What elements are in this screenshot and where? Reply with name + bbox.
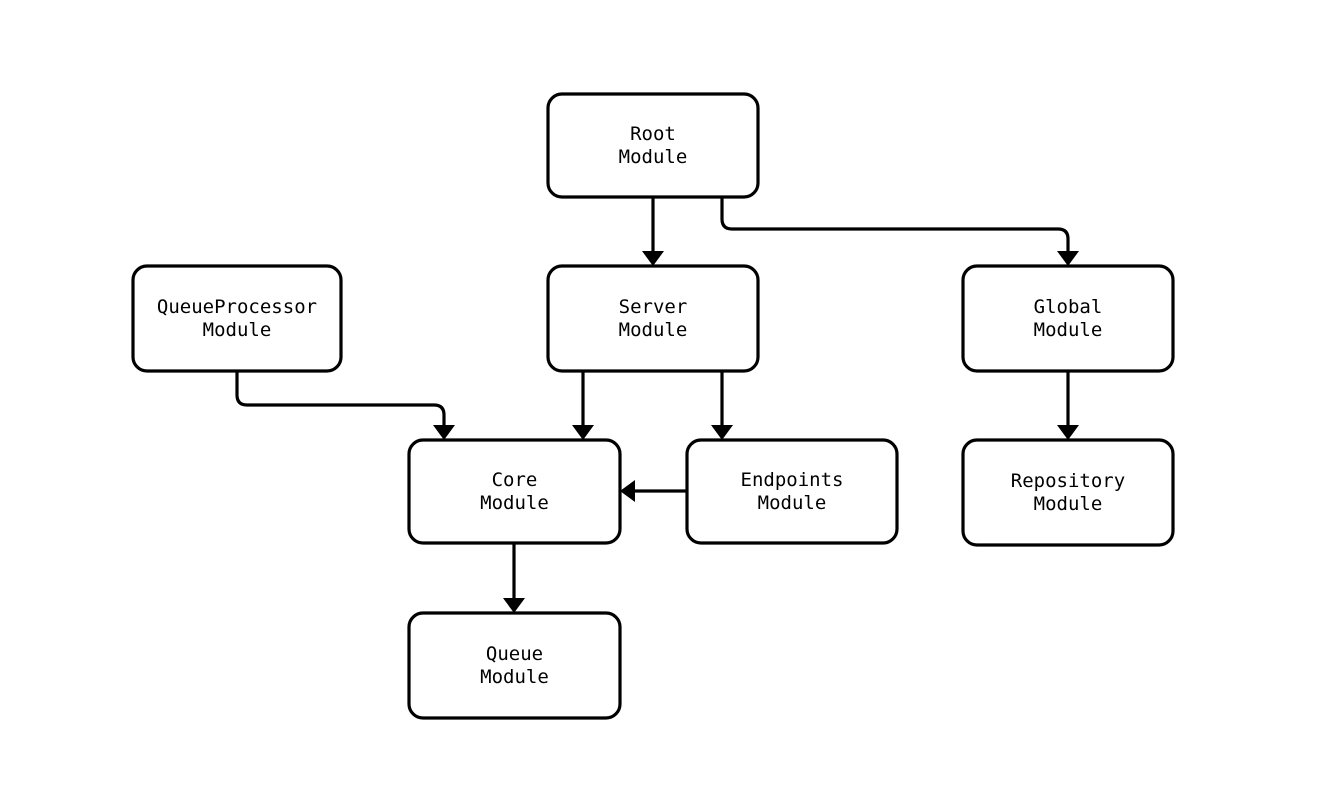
node-label-line2-global: Module	[1034, 319, 1103, 341]
edge-global-to-repository	[1057, 371, 1079, 440]
nodes-layer: RootModuleQueueProcessorModuleServerModu…	[131, 92, 1175, 720]
edge-root-to-server	[642, 197, 664, 266]
node-label-line2-root: Module	[619, 146, 688, 168]
edge-endpoints-to-core	[620, 480, 687, 502]
node-label-line2-server: Module	[619, 319, 688, 341]
node-label-line2-queueprocessor: Module	[203, 319, 272, 341]
arrowhead-icon	[572, 425, 594, 440]
node-box-endpoints[interactable]	[685, 438, 899, 545]
edge-root-to-global	[720, 197, 1079, 266]
node-label-line1-endpoints: Endpoints	[741, 469, 844, 491]
edge-line	[235, 371, 446, 426]
node-label-line2-core: Module	[480, 492, 549, 514]
edges-layer	[235, 197, 1079, 613]
node-box-core[interactable]	[407, 438, 622, 545]
node-label-line2-queue: Module	[480, 666, 549, 688]
node-box-queueprocessor[interactable]	[131, 264, 343, 373]
edge-server-to-core	[572, 371, 594, 440]
arrowhead-icon	[433, 425, 455, 440]
node-label-line1-repository: Repository	[1011, 470, 1125, 492]
node-label-line1-root: Root	[630, 123, 676, 145]
node-label-line1-core: Core	[492, 469, 538, 491]
node-label-line2-endpoints: Module	[758, 492, 827, 514]
arrowhead-icon	[1057, 425, 1079, 440]
node-label-line1-queue: Queue	[486, 643, 543, 665]
node-box-queue[interactable]	[407, 611, 622, 720]
edge-line	[720, 197, 1070, 252]
arrowhead-icon	[1057, 251, 1079, 266]
node-box-repository[interactable]	[961, 438, 1175, 547]
node-box-root[interactable]	[546, 92, 760, 199]
node-label-line1-global: Global	[1034, 296, 1103, 318]
edge-server-to-endpoints	[711, 371, 733, 440]
arrowhead-icon	[642, 251, 664, 266]
arrowhead-icon	[711, 425, 733, 440]
arrowhead-icon	[503, 598, 525, 613]
node-label-line1-server: Server	[619, 296, 688, 318]
node-box-global[interactable]	[961, 264, 1175, 373]
node-label-line1-queueprocessor: QueueProcessor	[157, 296, 317, 318]
edge-queueprocessor-to-core	[235, 371, 455, 440]
arrowhead-icon	[620, 480, 635, 502]
edge-core-to-queue	[503, 543, 525, 613]
node-box-server[interactable]	[546, 264, 760, 373]
node-label-line2-repository: Module	[1034, 493, 1103, 515]
